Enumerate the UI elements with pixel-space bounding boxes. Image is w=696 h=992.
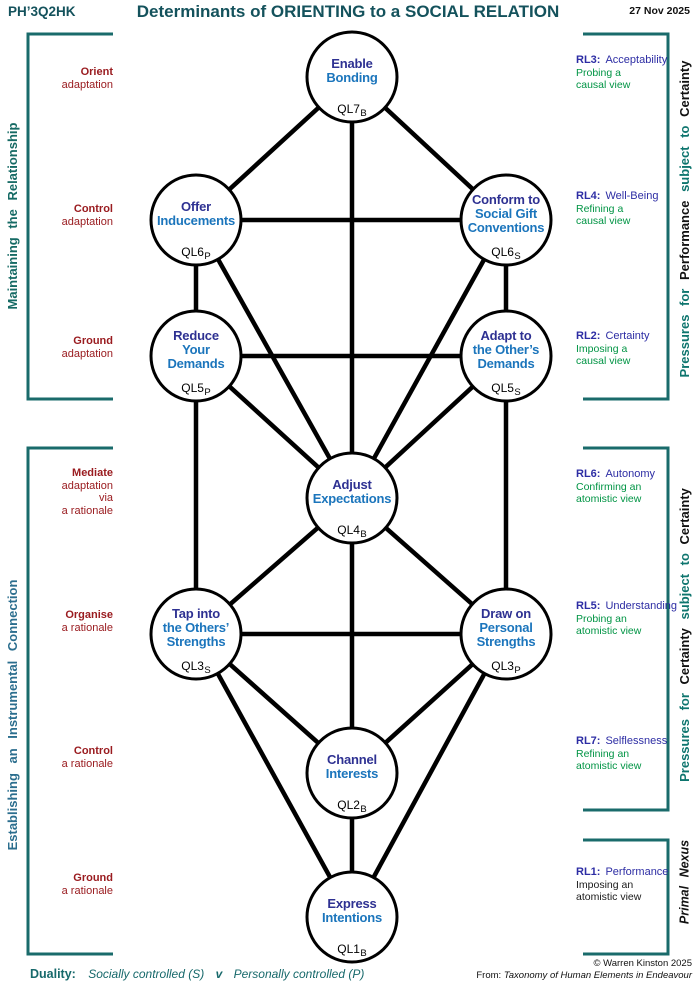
ql-label: QL7B [337, 102, 367, 119]
circle-draw-personal-strengths [459, 587, 553, 681]
page-title: Determinants of ORIENTING to a SOCIAL RE… [136, 2, 560, 21]
node-title-line1: Offer [180, 199, 212, 214]
duality-footnote: Duality: Socially controlled (S) v Perso… [30, 967, 365, 981]
bracket-right-primal [583, 838, 670, 956]
left-section-maintaining-relationship: Maintaining the Relationship [5, 122, 20, 310]
bracket-right-middle [583, 446, 670, 812]
circle-tap-others-strengths [149, 587, 243, 681]
ql-label: QL4B [337, 523, 367, 540]
node-title-rest: Your Demands [167, 342, 225, 371]
node-title-rest: Interests [325, 766, 379, 781]
credits: © Warren Kinston 2025 From: Taxonomy of … [476, 958, 692, 981]
document-code: PH’3Q2HK [8, 4, 76, 19]
edge-8-10 [194, 632, 354, 919]
ql-label: QL6S [491, 245, 521, 262]
right-section-primal-nexus: Primal Nexus [677, 839, 692, 925]
node-title-line1: Enable [331, 56, 373, 71]
right-section-pressures-performance: Pressures for Performance subject to Cer… [677, 60, 692, 378]
node-title-rest: Social Gift Conventions [467, 206, 545, 235]
circle-reduce-your-demands [149, 309, 243, 403]
source-reference: From: Taxonomy of Human Elements in Ende… [476, 969, 692, 981]
ql-label: QL3P [491, 659, 521, 676]
copyright: © Warren Kinston 2025 [593, 958, 692, 969]
node-title-line1: Express [327, 896, 377, 911]
node-title-rest: Inducements [157, 213, 235, 228]
edge-7-10 [350, 632, 508, 919]
left-section-establishing-connection: Establishing an Instrumental Connection [5, 579, 20, 851]
node-title-line1: Draw on [481, 606, 531, 621]
right-section-pressures-certainty: Pressures for Certainty subject to Certa… [677, 488, 692, 782]
circle-enable-bonding [305, 30, 399, 124]
ql-label: QL6P [181, 245, 211, 262]
circle-adjust-expectations [305, 451, 399, 545]
brackets [26, 32, 670, 956]
node-title-rest: the Other’s Demands [472, 342, 540, 371]
node-circles [149, 30, 553, 964]
node-title-rest: Personal Strengths [476, 620, 536, 649]
edge-2-6 [350, 218, 508, 500]
node-title-line1: Tap into [172, 606, 220, 621]
ql-label: QL5S [491, 381, 521, 398]
node-title-rest: Intentions [321, 910, 383, 925]
node-title-line1: Adjust [332, 477, 372, 492]
edge-3-6 [194, 218, 354, 500]
bracket-left-upper [26, 32, 113, 401]
node-title-rest: Bonding [326, 70, 378, 85]
circle-channel-interests [305, 726, 399, 820]
circle-conform-social-gift [459, 173, 553, 267]
ql-label: QL5P [181, 381, 211, 398]
node-title-rest: the Others’ Strengths [162, 620, 230, 649]
circle-adapt-others-demands [459, 309, 553, 403]
node-title-line1: Adapt to [480, 328, 532, 343]
circle-offer-inducements [149, 173, 243, 267]
node-title-line1: Reduce [173, 328, 219, 343]
bracket-right-upper [583, 32, 670, 401]
ql-label: QL1B [337, 942, 367, 959]
bracket-left-lower [26, 446, 113, 956]
node-title-rest: Expectations [312, 491, 392, 506]
ql-label: QL2B [337, 798, 367, 815]
ql-label: QL3S [181, 659, 211, 676]
circle-express-intentions [305, 870, 399, 964]
node-title-line1: Channel [327, 752, 377, 767]
node-title-line1: Conform to [471, 192, 541, 207]
date-label: 27 Nov 2025 [629, 5, 690, 17]
